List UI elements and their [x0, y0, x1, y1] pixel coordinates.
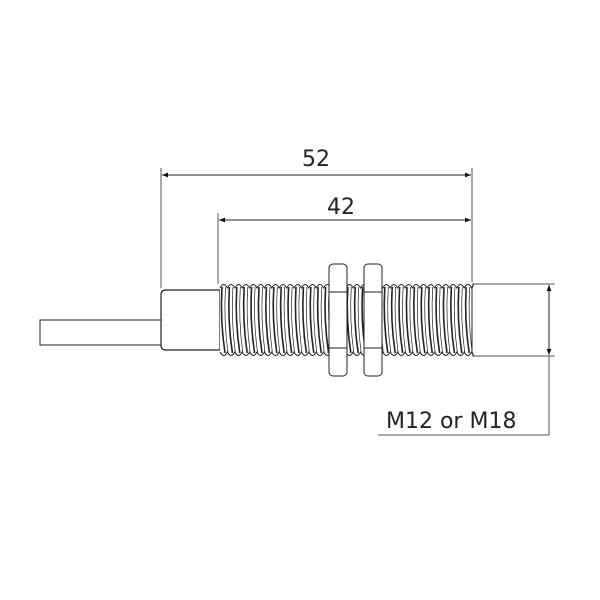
dimension-overall-length [160, 168, 473, 288]
dimension-thread-length [217, 213, 471, 284]
cable [39, 319, 163, 346]
thread-size-label: M12 or M18 [386, 409, 516, 434]
thread-length-label: 42 [327, 195, 355, 220]
overall-length-label: 52 [302, 147, 330, 172]
hex-nut [328, 263, 348, 377]
sensor-body [160, 289, 221, 351]
hex-nut [363, 263, 383, 377]
dimension-thread-size [378, 283, 555, 436]
